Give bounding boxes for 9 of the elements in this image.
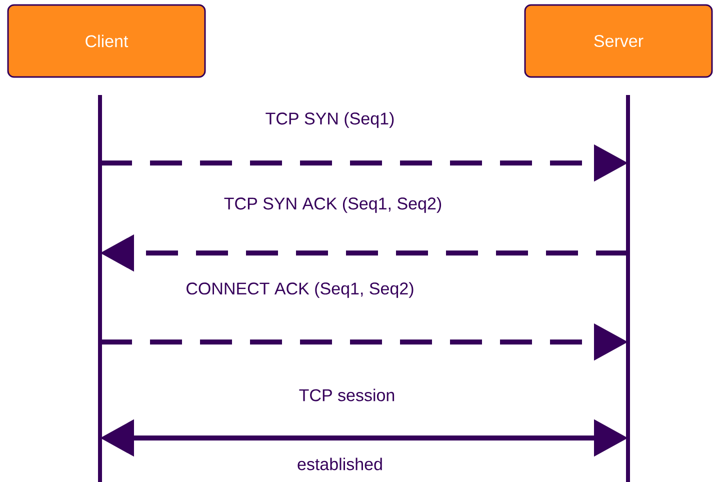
message-label: TCP session [299,388,394,402]
lifeline [98,95,102,482]
lifeline [626,95,630,482]
message-label: TCP SYN ACK (Seq1, Seq2) [224,197,442,213]
message-label: CONNECT ACK (Seq1, Seq2) [186,282,414,298]
participant-box: Server [524,4,713,78]
message-label: established [298,458,382,470]
participant-box: Client [7,4,206,78]
message-label: TCP SYN (Seq1) [266,112,394,128]
